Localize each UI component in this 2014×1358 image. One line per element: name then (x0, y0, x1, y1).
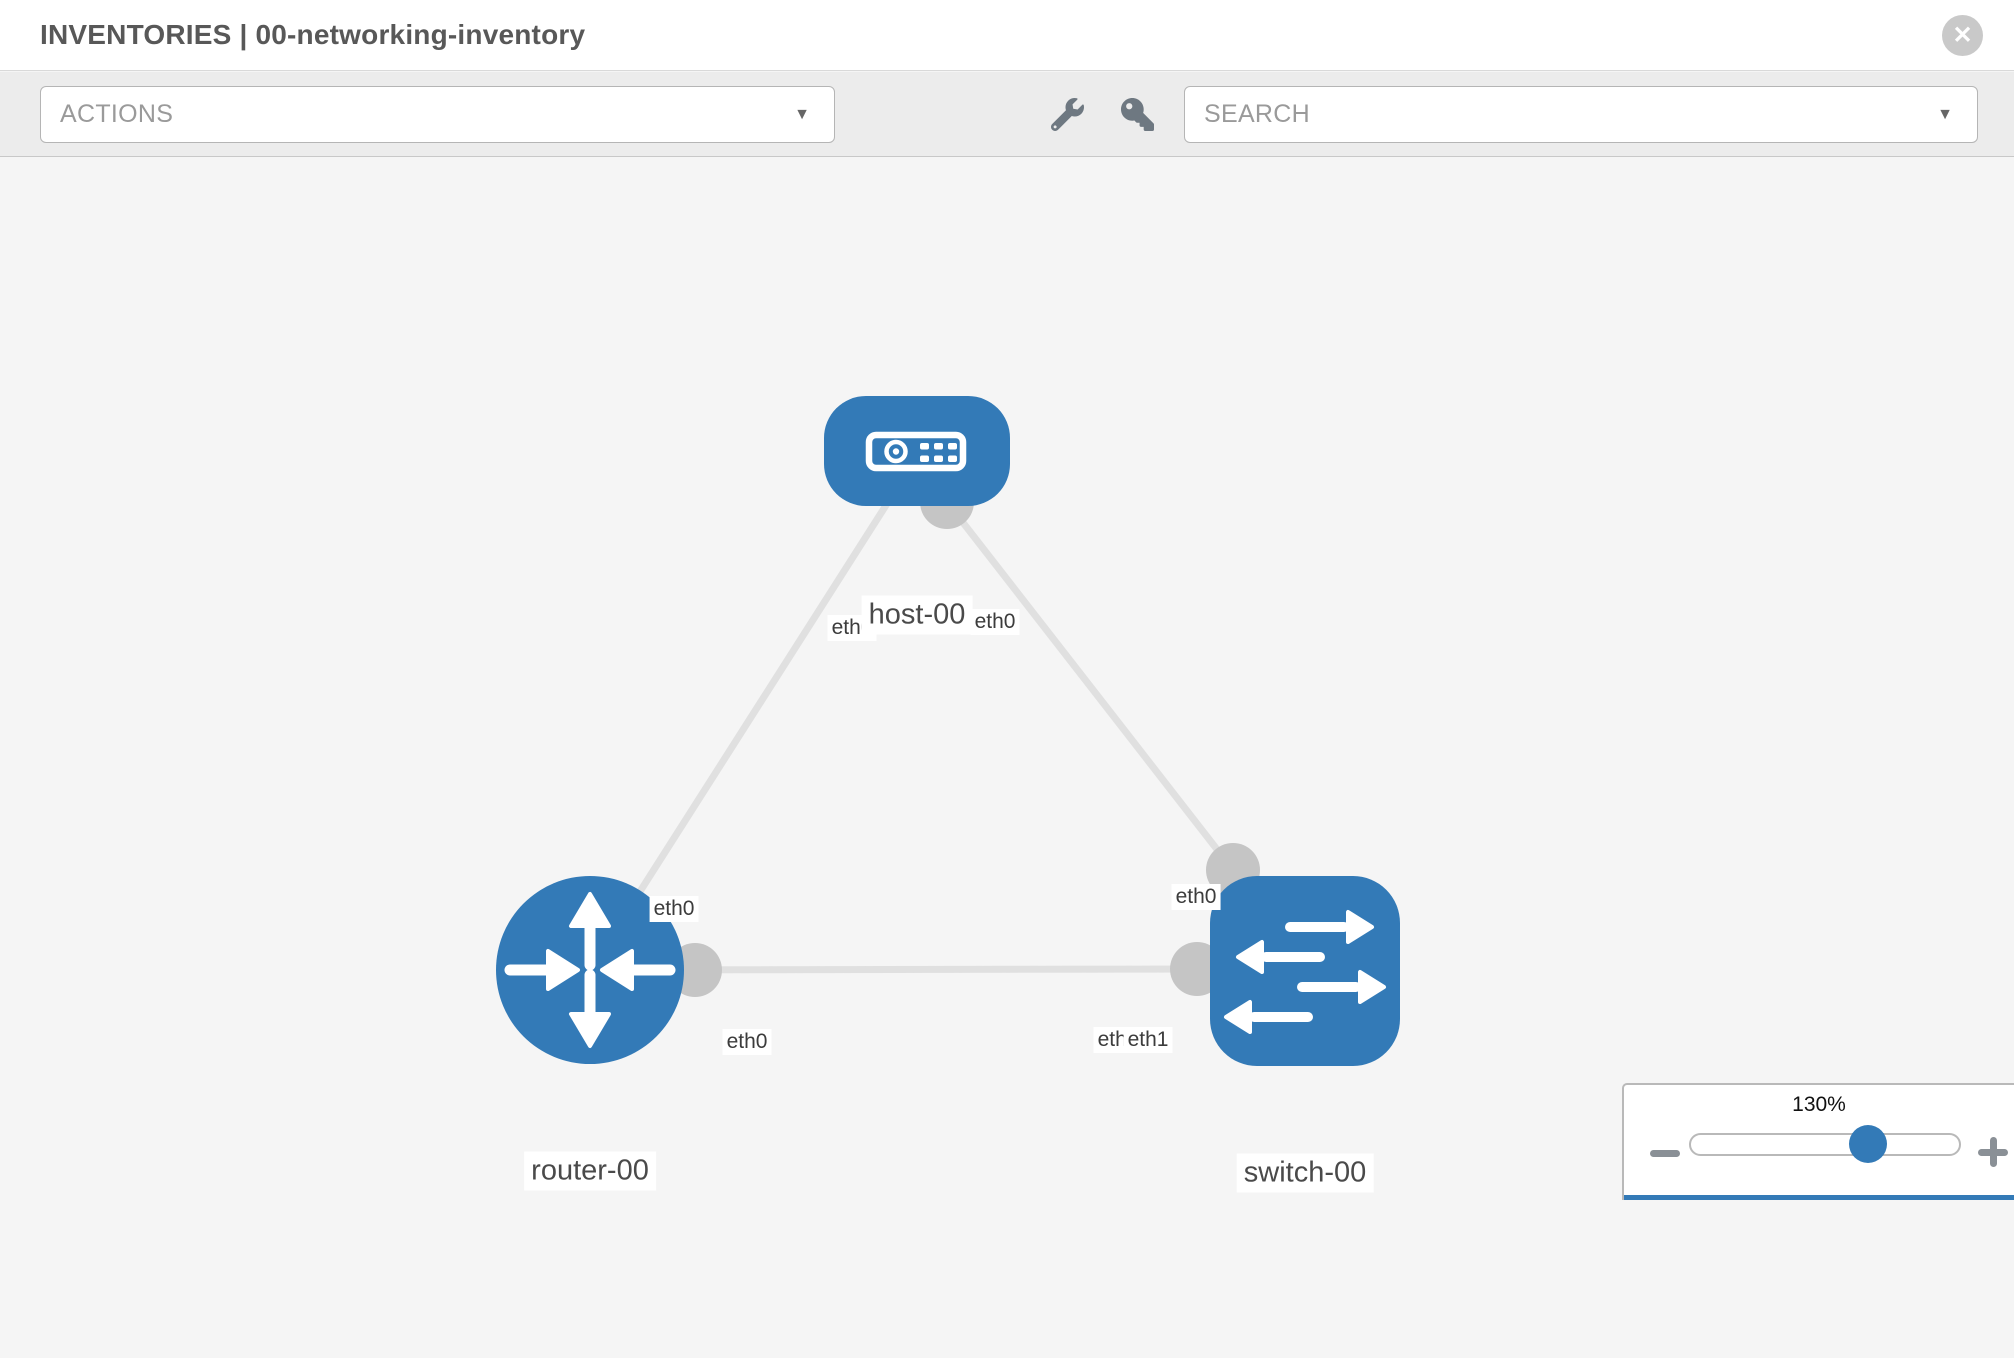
zoom-in-button[interactable] (1978, 1137, 2008, 1167)
zoom-panel-accent (1624, 1195, 2014, 1200)
switch-icon (1224, 910, 1386, 1034)
actions-dropdown[interactable]: ACTIONS ▼ (40, 86, 835, 143)
search-dropdown-label: SEARCH (1204, 100, 1310, 128)
search-dropdown[interactable]: SEARCH ▼ (1184, 86, 1978, 143)
credentials-button[interactable] (1117, 94, 1157, 134)
toolbar: ACTIONS ▼ SEARCH ▼ (0, 72, 2014, 157)
zoom-slider[interactable] (1689, 1125, 1961, 1163)
interface-label: eth0 (649, 896, 699, 922)
interface-label: eth0 (722, 1029, 772, 1055)
zoom-level: 130% (1792, 1093, 1846, 1116)
interface-label: eth0 (1171, 884, 1221, 910)
zoom-out-button[interactable] (1650, 1138, 1680, 1168)
zoom-panel: 130% (1622, 1083, 2014, 1200)
chevron-down-icon: ▼ (1937, 105, 1953, 123)
link-host-switch[interactable] (944, 499, 1236, 873)
host-icon (865, 431, 967, 472)
topology-graph (496, 396, 1400, 1066)
interface-ports (668, 475, 1260, 997)
node-host-00[interactable] (824, 396, 1010, 506)
chevron-down-icon: ▼ (794, 105, 810, 123)
wrench-icon (1050, 97, 1084, 131)
close-button[interactable]: ✕ (1942, 15, 1983, 56)
modal-header: INVENTORIES | 00-networking-inventory ✕ (0, 0, 2014, 71)
key-icon (1120, 97, 1154, 131)
configure-button[interactable] (1047, 94, 1087, 134)
actions-dropdown-label: ACTIONS (60, 100, 174, 128)
node-label-switch: switch-00 (1236, 1153, 1374, 1193)
node-router-00[interactable] (496, 876, 684, 1064)
interface-label: eth0 (970, 609, 1020, 635)
topology-canvas[interactable]: eth0 eth0 eth0 eth0 eth0 eth0 eth1 host-… (0, 158, 2014, 1200)
node-label-host: host-00 (861, 595, 973, 635)
node-switch-00[interactable] (1210, 876, 1400, 1066)
node-label-router: router-00 (524, 1151, 656, 1191)
page-title: INVENTORIES | 00-networking-inventory (40, 19, 586, 50)
zoom-slider-handle[interactable] (1849, 1125, 1887, 1163)
router-icon (504, 892, 676, 1048)
interface-label: eth1 (1123, 1027, 1173, 1053)
close-icon: ✕ (1952, 21, 1973, 49)
